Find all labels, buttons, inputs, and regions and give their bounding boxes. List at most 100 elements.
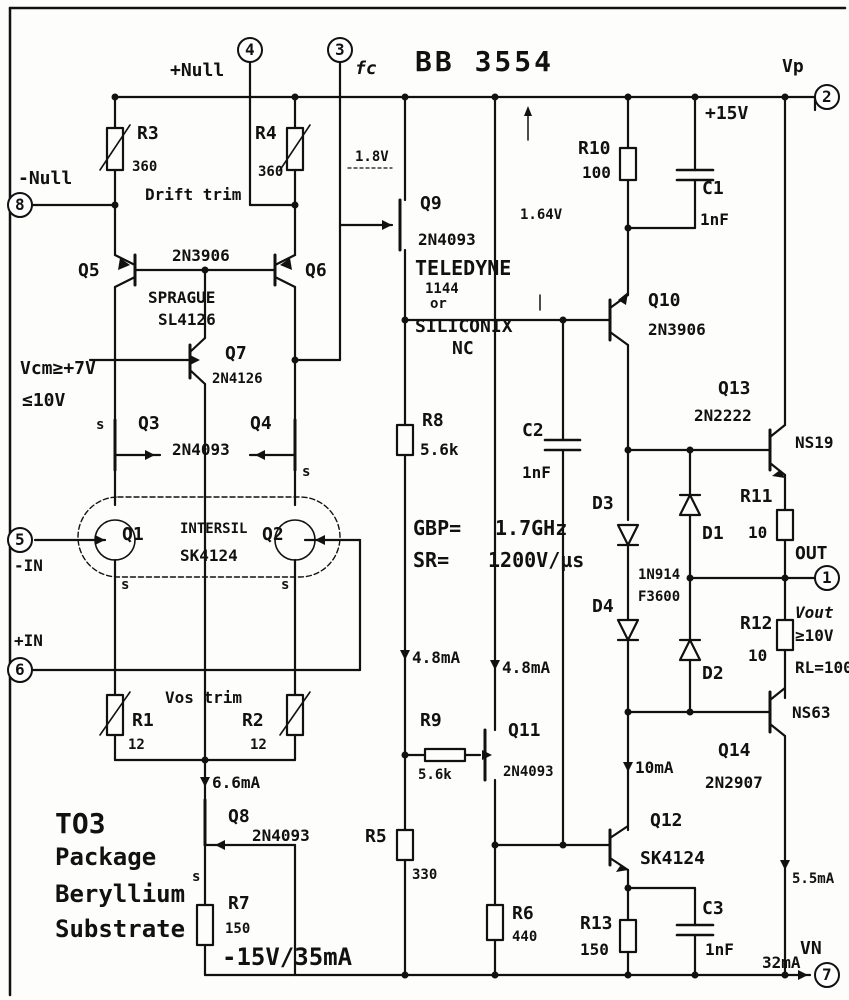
R9-value: 5.6k	[418, 767, 452, 783]
Q13-alt: NS19	[795, 433, 834, 452]
pin-4-label: 4	[245, 40, 255, 59]
sprague-label: SPRAGUE	[148, 288, 216, 307]
R7-value: 150	[225, 921, 251, 937]
Q4-label: Q4	[250, 413, 272, 434]
R7-label: R7	[228, 893, 250, 914]
Q3-label: Q3	[138, 413, 160, 434]
minus-in-label: -IN	[14, 556, 43, 575]
package-label: Package	[55, 843, 157, 871]
t1144-label: 1144	[425, 281, 459, 297]
sr-label: SR=	[413, 548, 450, 572]
pin-5-label: 5	[15, 530, 25, 549]
R8-label: R8	[422, 410, 444, 431]
pin-circles	[7, 37, 840, 988]
Q13-e	[768, 461, 787, 477]
current-vn: 32mA	[762, 953, 801, 972]
C1-label: C1	[702, 178, 724, 199]
R4-trim-arrow	[279, 124, 311, 171]
D4-label: D4	[592, 596, 614, 617]
Q10-label: Q10	[648, 290, 681, 311]
vp-label: Vp	[782, 56, 804, 77]
R10-body	[618, 146, 638, 182]
q8-source-label: s	[192, 869, 201, 885]
v-marker-head	[524, 106, 532, 116]
Q10-c	[608, 330, 630, 347]
D2-body	[678, 638, 702, 662]
beryllium-label: Beryllium	[55, 880, 186, 908]
vos-trim-label: Vos trim	[165, 688, 243, 707]
Q5-Q6-part2: SL4126	[158, 310, 216, 329]
Q12-label: Q12	[650, 810, 683, 831]
R11-label: R11	[740, 486, 773, 507]
R13-label: R13	[580, 913, 613, 934]
Q14-label: Q14	[718, 740, 751, 761]
vn-label: VN	[800, 938, 822, 959]
v18-label: 1.8V	[355, 149, 389, 165]
C3-label: C3	[702, 898, 724, 919]
plus-null-label: +Null	[170, 60, 225, 81]
R4-value: 360	[258, 164, 284, 180]
R4-body	[285, 126, 305, 172]
R11-value: 10	[748, 523, 768, 542]
vcm2-label: ≤10V	[22, 390, 66, 411]
Q14-e	[768, 686, 787, 702]
current-q11: 4.8mA	[502, 658, 551, 677]
pin-8-label: 8	[15, 195, 25, 214]
C2-value: 1nF	[522, 463, 551, 482]
vout2-label: ≥10V	[795, 626, 834, 645]
plus-in-label: +IN	[14, 631, 43, 650]
current-q12: 10mA	[635, 758, 674, 777]
q4-source-label: s	[302, 464, 311, 480]
fc-label: fc	[355, 58, 377, 79]
q1-source-label: s	[121, 577, 130, 593]
R1-trim-arrow	[99, 691, 131, 736]
R1-value: 12	[128, 737, 145, 753]
Q5-label: Q5	[78, 260, 100, 281]
Q13-label: Q13	[718, 378, 751, 399]
plus15-label: +15V	[705, 103, 749, 124]
Q2-label: Q2	[262, 524, 284, 545]
Q8-label: Q8	[228, 806, 250, 827]
Q1-label: Q1	[122, 524, 144, 545]
drift-trim-label: Drift trim	[145, 185, 242, 204]
R11-body	[775, 508, 795, 542]
D-part-label: 1N914	[638, 567, 681, 583]
Q5-emitter	[113, 253, 137, 267]
C3-value: 1nF	[705, 940, 734, 959]
Q10-part: 2N3906	[648, 320, 706, 339]
Q7-e	[188, 336, 207, 354]
D4-body	[616, 618, 640, 642]
R10-value: 100	[582, 163, 611, 182]
page-title: BB 3554	[415, 45, 555, 78]
Q8-part: 2N4093	[252, 826, 310, 845]
sr-value: 1200V/µs	[488, 548, 585, 572]
R13-value: 150	[580, 940, 609, 959]
R10-label: R10	[578, 138, 611, 159]
D3-label: D3	[592, 493, 614, 514]
D1-label: D1	[702, 523, 724, 544]
R6-value: 440	[512, 929, 538, 945]
R3-trim-arrow	[99, 124, 131, 171]
current-q8: 6.6mA	[212, 773, 261, 792]
arrow-heads	[95, 220, 808, 980]
q3-source-label: s	[96, 417, 105, 433]
R2-body	[285, 693, 305, 737]
Q7-c	[188, 368, 207, 386]
current-q14: 5.5mA	[792, 871, 835, 887]
Q13-c	[768, 423, 787, 439]
R5-body	[395, 828, 415, 862]
pin-2-label: 2	[822, 87, 832, 106]
R12-body	[775, 618, 795, 652]
to3-label: TO3	[55, 807, 106, 840]
intersil-capsule	[77, 496, 341, 578]
R12-label: R12	[740, 613, 773, 634]
Q6-emitter	[273, 253, 297, 267]
supply-label: -15V/35mA	[222, 943, 353, 971]
Q3-Q4-part: 2N4093	[172, 440, 230, 459]
current-r8: 4.8mA	[412, 648, 461, 667]
C2-label: C2	[522, 420, 544, 441]
R8-value: 5.6k	[420, 440, 459, 459]
Q6-collector	[273, 275, 297, 289]
